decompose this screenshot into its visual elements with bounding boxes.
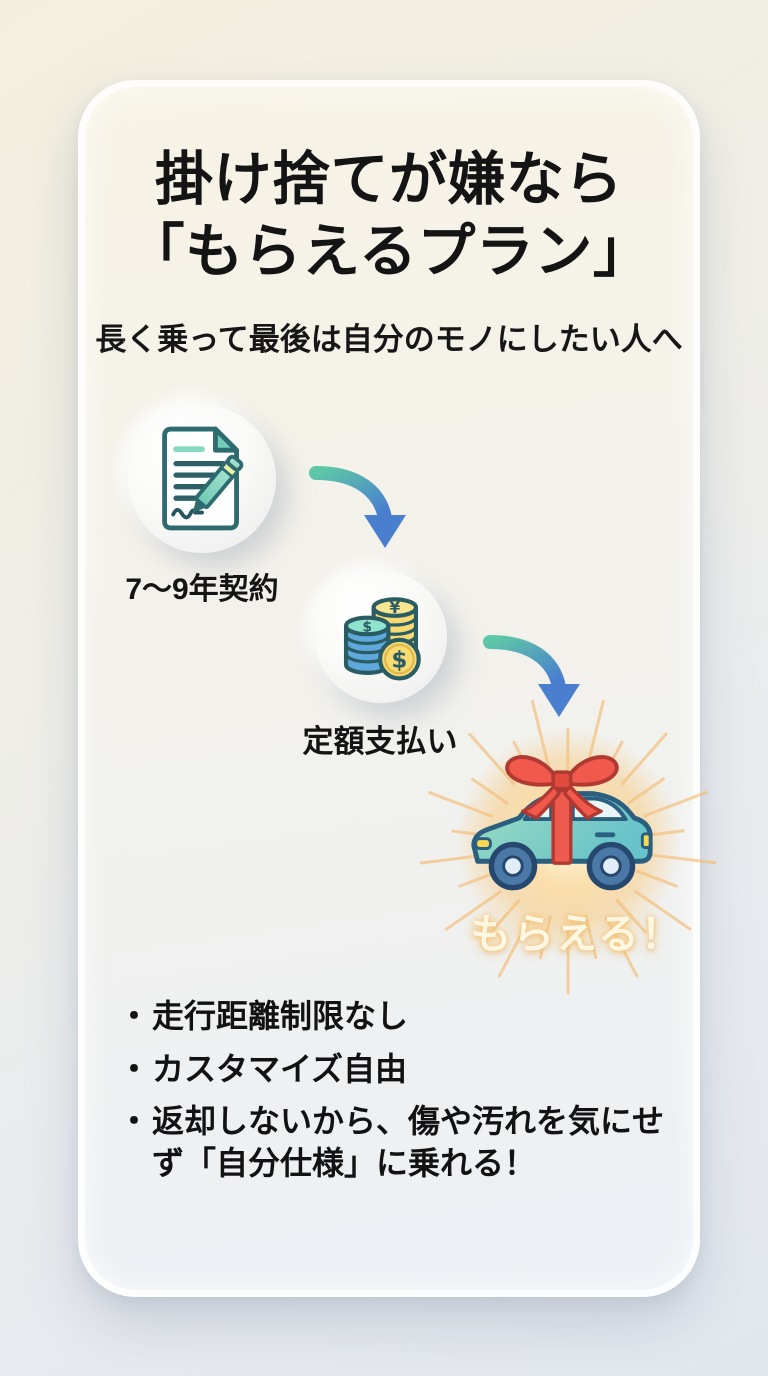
- bullet-marker: ・: [118, 1103, 151, 1140]
- list-item: ・ カスタマイズ自由: [118, 1049, 678, 1091]
- benefit-text: 走行距離制限なし: [152, 998, 409, 1034]
- contract-document-icon: [162, 426, 244, 531]
- curved-arrow-icon-2: [480, 627, 588, 727]
- gift-car-icon: [462, 748, 658, 900]
- benefit-text: カスタマイズ自由: [152, 1050, 408, 1087]
- bullet-marker: ・: [118, 1050, 151, 1087]
- dollar-symbol-front: $: [391, 647, 407, 673]
- ribbon-band: [551, 788, 573, 865]
- ribbon-bow: [505, 755, 619, 820]
- step-label-payment: 定額支払い: [302, 724, 458, 759]
- pen-icon: [192, 454, 244, 514]
- list-item: ・ 走行距離制限なし: [118, 996, 678, 1038]
- dollar-symbol-top: $: [362, 619, 372, 635]
- coins-icon: ¥ $ $: [343, 597, 421, 681]
- yen-symbol: ¥: [389, 598, 400, 617]
- benefit-text: 返却しないから、傷や汚れを気にせず「自分仕様」に乗れる！: [152, 1103, 665, 1181]
- title-line-1: 掛け捨てが嫌なら: [154, 147, 623, 212]
- title-line-2: 「もらえるプラン」: [126, 218, 652, 284]
- curved-arrow-icon-1: [306, 458, 414, 558]
- benefits-list: ・ 走行距離制限なし ・ カスタマイズ自由 ・ 返却しないから、傷や汚れを気にせ…: [118, 996, 678, 1195]
- subtitle: 長く乗って最後は自分のモノにしたい人へ: [95, 322, 683, 357]
- step-label-contract: 7〜9年契約: [125, 573, 279, 606]
- plan-card: 掛け捨てが嫌なら 「もらえるプラン」 長く乗って最後は自分のモノにしたい人へ: [78, 80, 720, 1297]
- page-title: 掛け捨てが嫌なら 「もらえるプラン」: [78, 144, 700, 288]
- step-circle-contract: [128, 405, 276, 553]
- headlight: [474, 837, 492, 850]
- list-item: ・ 返却しないから、傷や汚れを気にせず「自分仕様」に乗れる！: [118, 1101, 678, 1184]
- reward-label: もらえる！: [470, 911, 684, 957]
- taillight: [640, 832, 652, 849]
- bullet-marker: ・: [118, 998, 151, 1034]
- step-circle-payment: ¥ $ $: [315, 571, 447, 703]
